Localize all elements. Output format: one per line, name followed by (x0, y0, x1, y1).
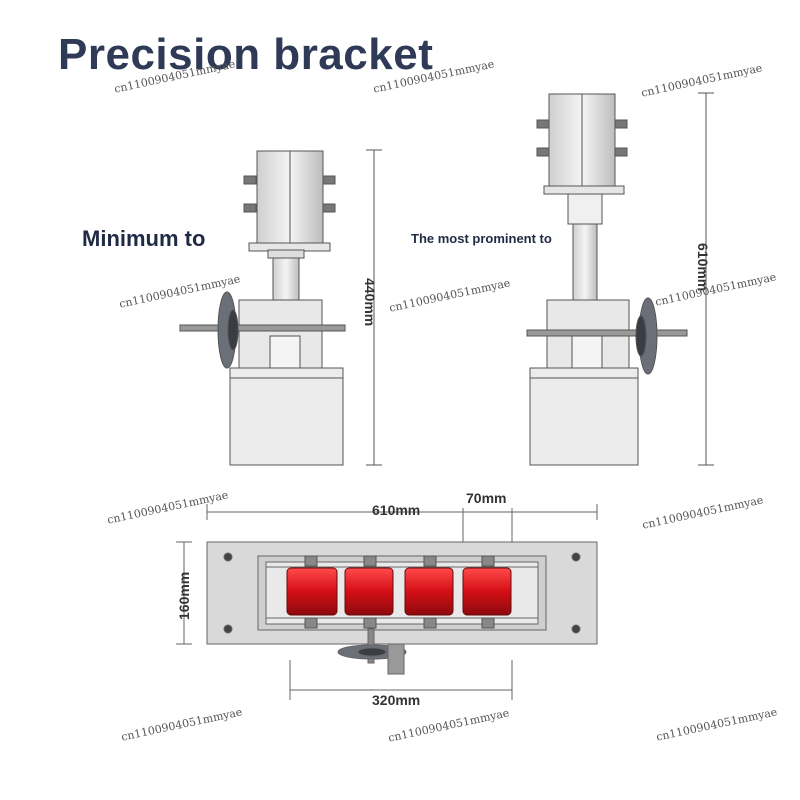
depth-dim: 160mm (176, 571, 192, 620)
roller-group (286, 555, 512, 629)
roller-1 (286, 567, 338, 616)
bottom-width-dim: 320mm (372, 692, 421, 708)
roller-3 (404, 567, 454, 616)
minimum-label: Minimum to (82, 226, 206, 251)
min-height-dim: 440mm (362, 278, 378, 327)
maximum-label: The most prominent to (411, 231, 552, 246)
top-width-dim: 610mm (372, 502, 421, 518)
min-height-view (179, 149, 382, 466)
roller-spacing-dim: 70mm (466, 490, 507, 506)
page-title: Precision bracket (58, 30, 434, 79)
max-height-view (526, 92, 714, 466)
roller-2 (344, 567, 394, 616)
roller-4 (462, 567, 512, 616)
